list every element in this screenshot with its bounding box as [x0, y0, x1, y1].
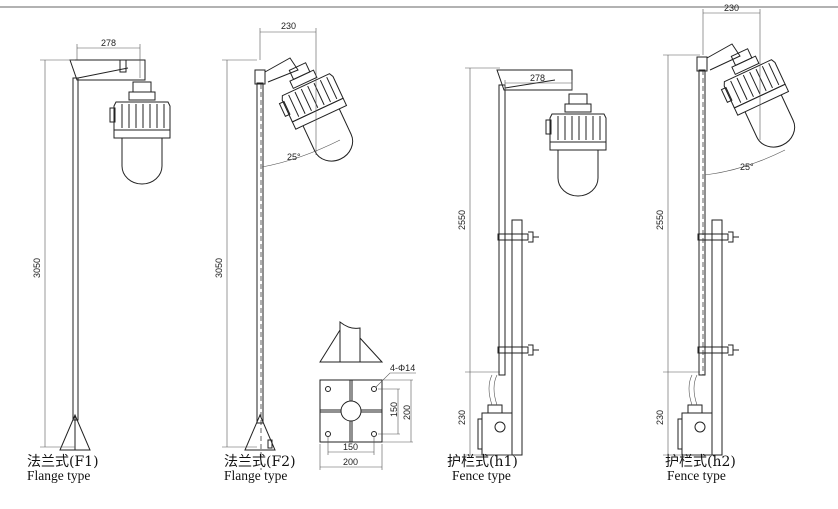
caption-en: Fence type: [452, 468, 511, 483]
arm: [69, 59, 146, 81]
caption-cn: 护栏式(h2): [665, 454, 736, 470]
pole: [498, 84, 506, 376]
base-flange: [59, 413, 91, 451]
arm: [696, 43, 741, 72]
caption-cn: 护栏式(h1): [447, 454, 518, 470]
pole: [256, 82, 264, 424]
arm: [254, 57, 299, 85]
dim-height: 3050: [214, 258, 224, 278]
base-flange: [244, 413, 276, 451]
caption-en: Fence type: [667, 468, 726, 483]
dim-height: 2550: [655, 210, 665, 230]
dim-inner-v: 150: [389, 402, 399, 417]
dim-bottom: 230: [457, 410, 467, 425]
lamp-icon: [709, 40, 809, 160]
dim-arm: 278: [530, 73, 545, 83]
dim-holes: 4-Φ14: [390, 363, 415, 373]
lamp-icon: [267, 54, 367, 174]
variant-h2: 2550 230 230 25° 护栏式(h2) Fence type: [655, 3, 809, 483]
dim-outer-v: 200: [402, 405, 412, 420]
dim-height: 2550: [457, 210, 467, 230]
dim-inner: 150: [343, 442, 358, 452]
dim-arm: 230: [281, 21, 296, 31]
caption-cn: 法兰式(F2): [224, 454, 296, 470]
caption-cn: 法兰式(F1): [27, 454, 99, 470]
fence-post: [697, 219, 740, 456]
fence-post: [497, 219, 540, 456]
lamp-icon: [545, 93, 607, 197]
junction-box: [677, 374, 713, 456]
dim-height: 3050: [32, 258, 42, 278]
pole: [698, 69, 706, 376]
junction-box: [477, 374, 513, 456]
dim-arm: 230: [724, 3, 739, 13]
base-plate-detail: 4-Φ14 150 200 150 200: [319, 320, 416, 470]
dim-arm: 278: [101, 38, 116, 48]
caption-en: Flange type: [224, 468, 287, 483]
caption-en: Flange type: [27, 468, 90, 483]
dim-bottom: 230: [655, 410, 665, 425]
variant-f1: 3050 278 法兰式(F1) Flange type: [27, 38, 171, 483]
dim-outer: 200: [343, 457, 358, 467]
variant-h1: 2550 230 278 护栏式(h1) Fence type: [447, 67, 607, 483]
variant-f2: 3050 230 25° 法兰式(F2) Flange type: [214, 21, 367, 483]
pole: [72, 77, 79, 421]
lamp-icon: [109, 81, 171, 185]
dim-angle: 25°: [287, 152, 301, 162]
dim-angle: 25°: [740, 162, 754, 172]
